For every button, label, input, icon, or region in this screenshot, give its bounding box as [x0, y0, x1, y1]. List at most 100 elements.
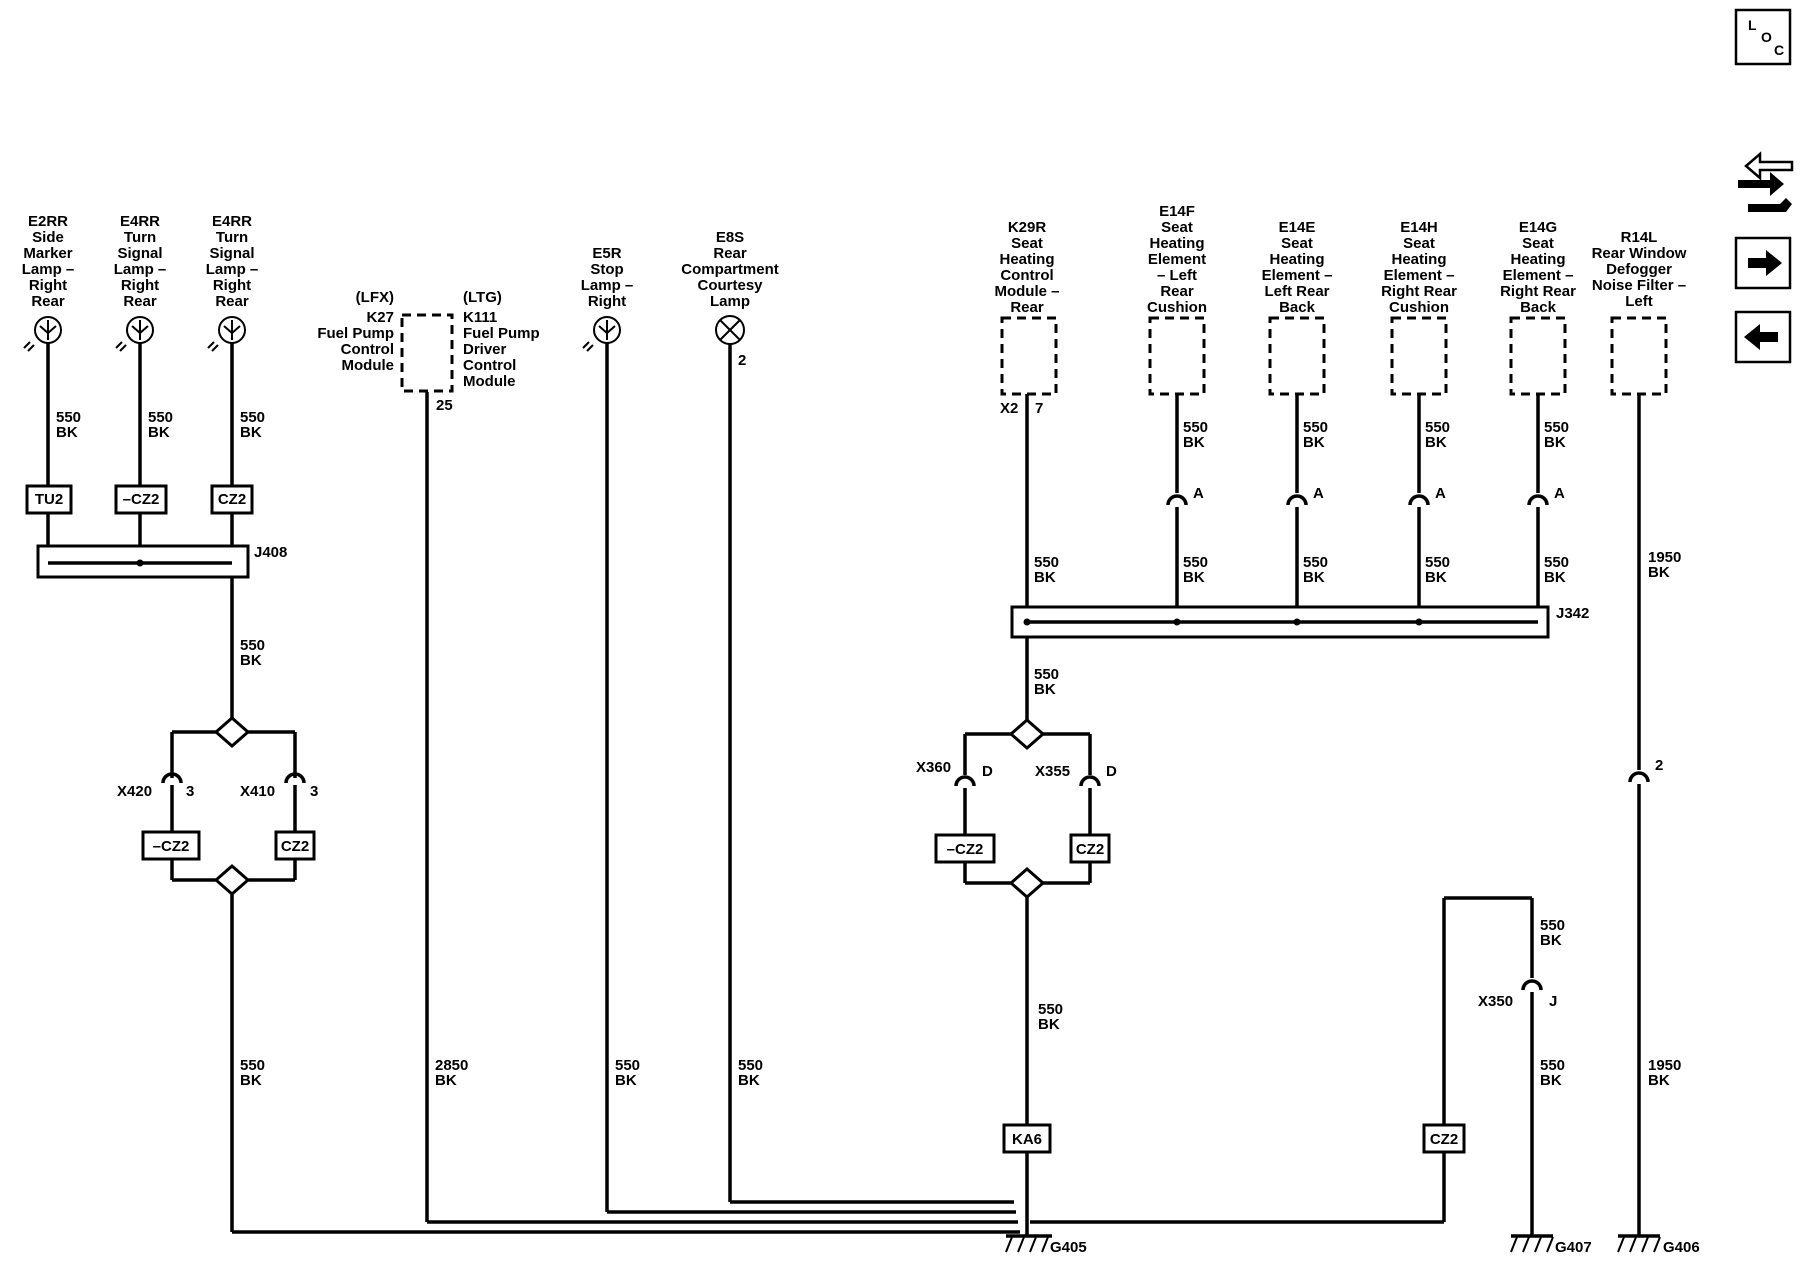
- component-label-line: E5R: [592, 245, 621, 262]
- tu2-label: TU2: [35, 491, 63, 508]
- component-label-line: Back: [1279, 299, 1316, 316]
- component-label-line: Signal: [117, 245, 162, 262]
- component-label-line: Fuel Pump: [317, 325, 394, 342]
- component-label-line: K27: [366, 309, 394, 326]
- component-label-line: Control: [1000, 267, 1053, 284]
- component-label-line: Marker: [23, 245, 72, 262]
- wire-label-line: BK: [56, 424, 78, 441]
- component-label-line: Right Rear: [1381, 283, 1457, 300]
- wire-label-line: 550: [240, 637, 265, 654]
- g405-label: G405: [1050, 1239, 1087, 1256]
- component-label-line: Driver: [463, 341, 507, 358]
- location-button[interactable]: L O C: [1734, 8, 1792, 66]
- wire-label-line: 550: [1544, 554, 1569, 571]
- wire-label-line: 550: [56, 409, 81, 426]
- component-label-line: Right: [121, 277, 159, 294]
- wire-label-line: BK: [1034, 569, 1056, 586]
- wire-label-line: BK: [1648, 1072, 1670, 1089]
- pin-a-label: A: [1313, 485, 1324, 502]
- component-label-line: Lamp –: [22, 261, 75, 278]
- wire-label-line: 550: [615, 1057, 640, 1074]
- j408-label: J408: [254, 544, 287, 561]
- lamp-e4rr-b-icon: [207, 316, 246, 352]
- cz2-label: CZ2: [218, 491, 246, 508]
- connector-view-button[interactable]: [1738, 151, 1794, 212]
- wire-label-line: BK: [240, 1072, 262, 1089]
- component-label-line: Lamp –: [114, 261, 167, 278]
- pin-2-label: 2: [738, 352, 746, 369]
- wire-label-line: 550: [1034, 666, 1059, 683]
- wire-label-line: 550: [1034, 554, 1059, 571]
- wire-label-line: 550: [1183, 554, 1208, 571]
- component-label-line: Seat: [1522, 235, 1554, 252]
- x420-label: X420: [117, 783, 152, 800]
- component-label-line: Heating: [1269, 251, 1324, 268]
- component-label-line: E14H: [1400, 219, 1438, 236]
- wire-label-line: 550: [1425, 419, 1450, 436]
- component-label-line: Control: [341, 341, 394, 358]
- component-label-line: Left: [1625, 293, 1653, 310]
- component-label-line: (LFX): [356, 289, 394, 306]
- pin-3-label: 3: [310, 783, 318, 800]
- not-cz2-label: –CZ2: [947, 841, 984, 858]
- component-label-line: Control: [463, 357, 516, 374]
- component-label-line: Seat: [1161, 219, 1193, 236]
- component-label-line: Turn: [216, 229, 248, 246]
- not-cz2-label: –CZ2: [153, 838, 190, 855]
- component-label-line: Rear: [215, 293, 249, 310]
- wire-label-line: BK: [240, 424, 262, 441]
- loc-letter-l: L: [1748, 17, 1757, 33]
- component-label-line: Compartment: [681, 261, 779, 278]
- component-label-line: E8S: [716, 229, 744, 246]
- component-label-line: Rear: [123, 293, 157, 310]
- component-label-line: Seat: [1011, 235, 1043, 252]
- component-label-line: Right: [213, 277, 251, 294]
- component-label-line: Cushion: [1147, 299, 1207, 316]
- x410-label: X410: [240, 783, 275, 800]
- pin-a-label: A: [1193, 485, 1204, 502]
- previous-page-button[interactable]: [1734, 310, 1792, 364]
- component-label-line: Heating: [999, 251, 1054, 268]
- wire-label-line: 1950: [1648, 549, 1681, 566]
- component-label-line: Heating: [1510, 251, 1565, 268]
- pin-3-label: 3: [186, 783, 194, 800]
- component-label-line: K29R: [1008, 219, 1047, 236]
- next-page-button[interactable]: [1734, 236, 1792, 290]
- wire-label-line: 550: [240, 1057, 265, 1074]
- wire-label-line: BK: [148, 424, 170, 441]
- component-label-line: R14L: [1621, 229, 1658, 246]
- connector-view-icon: [1738, 151, 1794, 212]
- pin-a-label: A: [1554, 485, 1565, 502]
- wire-label-line: 550: [738, 1057, 763, 1074]
- wire-label-line: BK: [1648, 564, 1670, 581]
- component-label-line: Lamp: [710, 293, 750, 310]
- wire-label-line: BK: [1183, 434, 1205, 451]
- component-label-line: Right: [588, 293, 626, 310]
- component-label-line: Defogger: [1606, 261, 1672, 278]
- wire-label-line: BK: [615, 1072, 637, 1089]
- k27-k111-module-box: [400, 313, 454, 393]
- component-label-line: Cushion: [1389, 299, 1449, 316]
- x350-label: X350: [1478, 993, 1513, 1010]
- lamp-e4rr-a-icon: [115, 316, 154, 352]
- loc-letter-o: O: [1761, 29, 1772, 45]
